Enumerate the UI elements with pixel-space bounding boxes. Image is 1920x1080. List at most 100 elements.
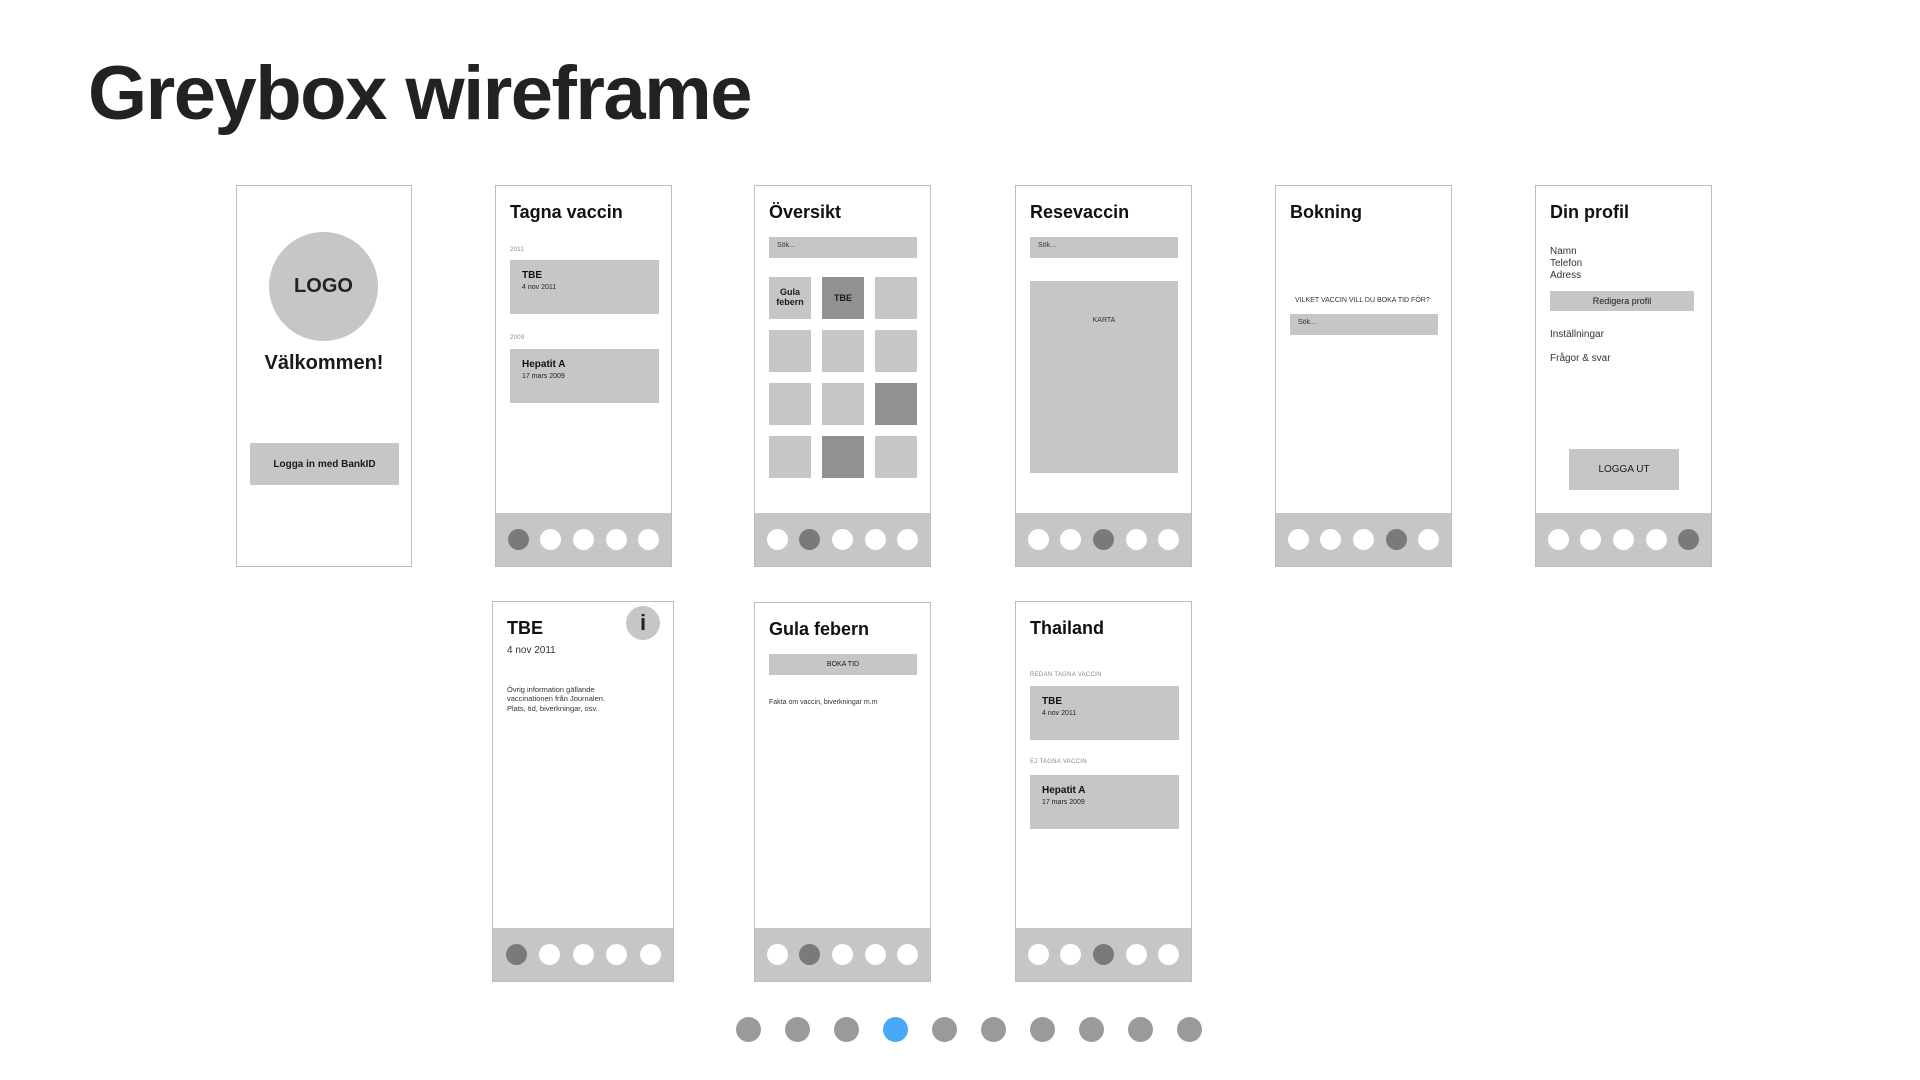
- nav-item-4[interactable]: [1125, 529, 1147, 550]
- search-input[interactable]: Sök...: [1030, 237, 1178, 258]
- vaccine-tile[interactable]: [822, 330, 864, 372]
- vaccine-card[interactable]: Hepatit A 17 mars 2009: [1030, 775, 1179, 829]
- vaccine-tile[interactable]: [769, 436, 811, 478]
- nav-item-2[interactable]: [1580, 529, 1602, 550]
- nav-item-5[interactable]: [639, 944, 661, 965]
- page-dot[interactable]: [981, 1017, 1006, 1042]
- bankid-login-button[interactable]: Logga in med BankID: [250, 443, 399, 485]
- vaccine-tile[interactable]: [875, 436, 917, 478]
- nav-item-1[interactable]: [505, 944, 527, 965]
- bottom-nav: [1276, 513, 1451, 566]
- login-screen: LOGO Välkommen! Logga in med BankID: [236, 185, 412, 567]
- nav-item-5[interactable]: [1678, 529, 1700, 550]
- nav-item-1[interactable]: [507, 529, 529, 550]
- page-dot[interactable]: [785, 1017, 810, 1042]
- vaccine-tile[interactable]: [822, 383, 864, 425]
- vaccine-tile[interactable]: [875, 277, 917, 319]
- screen-title: Bokning: [1290, 202, 1362, 222]
- nav-item-3[interactable]: [572, 944, 594, 965]
- slide-pagination: [736, 1017, 1202, 1042]
- nav-item-1[interactable]: [766, 529, 788, 550]
- screen-title: Gula febern: [769, 619, 870, 639]
- nav-item-4[interactable]: [1125, 944, 1147, 965]
- book-time-button[interactable]: BOKA TID: [769, 654, 917, 675]
- nav-item-3[interactable]: [831, 944, 853, 965]
- vaccine-tile[interactable]: [875, 383, 917, 425]
- section-label: REDAN TAGNA VACCIN: [1030, 672, 1102, 678]
- search-input[interactable]: Sök...: [1290, 314, 1438, 335]
- vaccine-tile[interactable]: [769, 330, 811, 372]
- nav-item-4[interactable]: [864, 944, 886, 965]
- nav-item-5[interactable]: [1418, 529, 1440, 550]
- profile-screen: Din profil Namn Telefon Adress Redigera …: [1535, 185, 1712, 567]
- search-placeholder: Sök...: [1298, 319, 1316, 326]
- nav-item-1[interactable]: [766, 944, 788, 965]
- page-dot[interactable]: [1128, 1017, 1153, 1042]
- vaccine-tile[interactable]: Gula febern: [769, 277, 811, 319]
- bottom-nav: [755, 513, 930, 566]
- map[interactable]: KARTA: [1030, 281, 1178, 473]
- vaccine-tile[interactable]: TBE: [822, 277, 864, 319]
- screen-title: Din profil: [1550, 202, 1629, 222]
- nav-item-3[interactable]: [1612, 529, 1634, 550]
- nav-item-1[interactable]: [1027, 529, 1049, 550]
- nav-item-2[interactable]: [539, 944, 560, 965]
- nav-item-4[interactable]: [606, 944, 627, 965]
- vaccine-tile[interactable]: [875, 330, 917, 372]
- nav-item-4[interactable]: [1385, 529, 1407, 550]
- vaccine-date: 4 nov 2011: [1042, 710, 1077, 717]
- bottom-nav: [1016, 513, 1191, 566]
- nav-item-4[interactable]: [864, 529, 886, 550]
- profile-field-name: Namn: [1550, 246, 1577, 257]
- vaccine-card[interactable]: Hepatit A 17 mars 2009: [510, 349, 659, 403]
- nav-item-1[interactable]: [1547, 529, 1569, 550]
- nav-item-3[interactable]: [572, 529, 594, 550]
- nav-item-2[interactable]: [799, 529, 821, 550]
- bottom-nav: [1536, 513, 1711, 566]
- page-dot[interactable]: [883, 1017, 908, 1042]
- book-time-label: BOKA TID: [826, 661, 860, 668]
- tbe-detail-screen: TBE i 4 nov 2011 Övrig information gälla…: [492, 601, 674, 982]
- page-dot[interactable]: [834, 1017, 859, 1042]
- page-dot[interactable]: [1079, 1017, 1104, 1042]
- nav-item-1[interactable]: [1027, 944, 1049, 965]
- nav-item-2[interactable]: [1060, 529, 1082, 550]
- page-dot[interactable]: [736, 1017, 761, 1042]
- nav-item-5[interactable]: [897, 529, 919, 550]
- info-icon[interactable]: i: [626, 606, 660, 640]
- logo-text: LOGO: [294, 275, 353, 297]
- vaccine-tile[interactable]: [769, 383, 811, 425]
- nav-item-2[interactable]: [1060, 944, 1082, 965]
- nav-item-3[interactable]: [1092, 944, 1114, 965]
- nav-item-1[interactable]: [1287, 529, 1309, 550]
- booking-screen: Bokning VILKET VACCIN VILL DU BOKA TID F…: [1275, 185, 1452, 567]
- edit-profile-button[interactable]: Redigera profil: [1550, 291, 1694, 311]
- search-input[interactable]: Sök...: [769, 237, 917, 258]
- nav-item-5[interactable]: [897, 944, 919, 965]
- settings-link[interactable]: Inställningar: [1550, 329, 1604, 340]
- page-dot[interactable]: [1177, 1017, 1202, 1042]
- nav-item-4[interactable]: [1645, 529, 1667, 550]
- nav-item-4[interactable]: [605, 529, 627, 550]
- nav-item-5[interactable]: [1158, 529, 1180, 550]
- bottom-nav: [1016, 928, 1191, 981]
- vaccine-tile[interactable]: [822, 436, 864, 478]
- nav-item-2[interactable]: [1320, 529, 1342, 550]
- nav-item-3[interactable]: [1092, 529, 1114, 550]
- bottom-nav: [493, 928, 673, 981]
- nav-item-5[interactable]: [1158, 944, 1180, 965]
- vaccine-name: Hepatit A: [522, 359, 566, 370]
- faq-link[interactable]: Frågor & svar: [1550, 353, 1611, 364]
- logout-button[interactable]: LOGGA UT: [1569, 449, 1679, 490]
- nav-item-2[interactable]: [799, 944, 821, 965]
- page-dot[interactable]: [1030, 1017, 1055, 1042]
- profile-field-address: Adress: [1550, 270, 1582, 281]
- nav-item-3[interactable]: [1352, 529, 1374, 550]
- nav-item-2[interactable]: [540, 529, 562, 550]
- vaccine-card[interactable]: TBE 4 nov 2011: [1030, 686, 1179, 740]
- nav-item-3[interactable]: [831, 529, 853, 550]
- page-dot[interactable]: [932, 1017, 957, 1042]
- nav-item-5[interactable]: [638, 529, 660, 550]
- screen-title: Resevaccin: [1030, 202, 1130, 222]
- vaccine-card[interactable]: TBE 4 nov 2011: [510, 260, 659, 314]
